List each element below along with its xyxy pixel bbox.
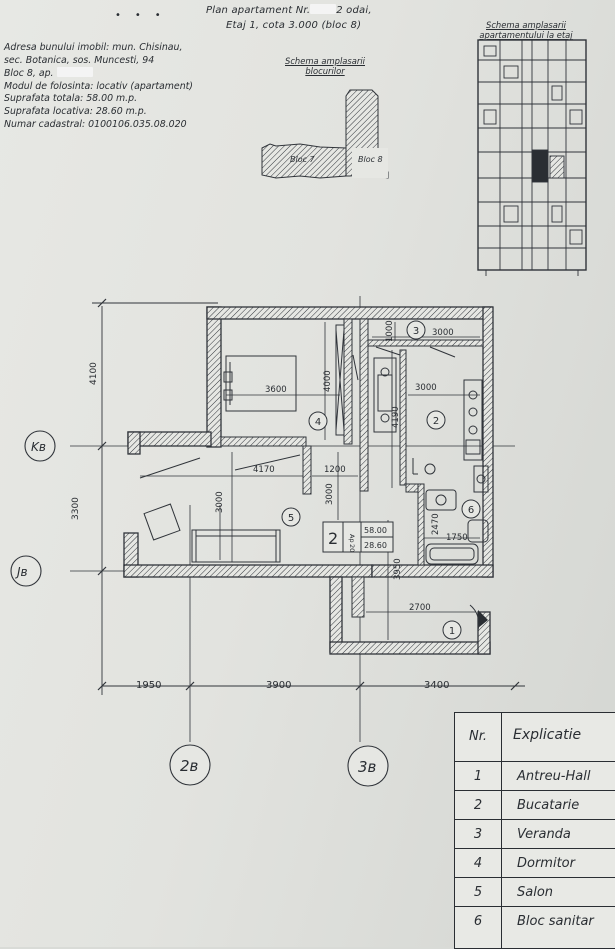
axis-3-label: 3в: [358, 758, 377, 776]
plan-title: Plan apartament Nr. 2 odai,: [206, 4, 372, 16]
info-line-total-area: Suprafata totala: 58.00 m.p.: [4, 93, 138, 105]
info-line-bloc: Bloc 8, ap.: [4, 67, 193, 81]
block-schema-title: Schema amplasarii blocurilor: [285, 56, 365, 76]
room-3-number: 3: [413, 326, 419, 337]
room-4-circle: [308, 411, 328, 431]
salon-width: 4170: [253, 465, 275, 475]
legend-header-nr: Nr.: [468, 729, 487, 744]
bottom-dim-1: 1950: [136, 680, 161, 691]
left-dim-upper: 4100: [89, 362, 99, 385]
info-line-cadastral: Numar cadastral: 0100106.035.08.020: [4, 118, 187, 130]
salon-height: 3000: [215, 491, 225, 513]
axis-3-bubble: [347, 745, 389, 787]
corridor-width: 1200: [324, 465, 346, 475]
kitchen-height: 4190: [391, 406, 401, 428]
info-line-living-area: Suprafata locativa: 28.60 m.p.: [4, 105, 147, 117]
legend-header-row: Nr. Explicatie: [455, 713, 615, 761]
axis-bubbles: [10, 430, 389, 787]
bottom-dim-2: 3900: [266, 680, 291, 691]
info-line-address: Adresa bunului imobil: mun. Chisinau,: [4, 42, 183, 53]
stamp-living-area: 28.60: [364, 541, 387, 550]
bedroom-width: 3600: [265, 385, 287, 395]
room-5-number: 5: [288, 513, 294, 524]
decorative-dots: •••: [115, 10, 175, 21]
floor-plan: [70, 296, 525, 742]
axis-2-label: 2в: [180, 757, 199, 775]
axis-j-label: Jв: [15, 565, 28, 579]
bath-width: 1750: [446, 533, 468, 543]
axis-k-bubble: [24, 430, 56, 462]
room-6-circle: [461, 499, 481, 519]
room-2-number: 2: [433, 416, 439, 427]
apartment-schema-diagram: [477, 39, 587, 276]
plan-title-prefix: Plan apartament Nr.: [206, 5, 311, 16]
axis-2-bubble: [169, 744, 211, 786]
left-dim-lower: 3300: [71, 497, 81, 520]
room-3-circle: [406, 320, 426, 340]
apartment-stamp: [322, 521, 394, 553]
bloc8-label: Bloc 8: [358, 155, 383, 164]
room-1-circle: [442, 620, 462, 640]
redacted-apartment-number: [310, 4, 337, 14]
bloc7-label: Bloc 7: [290, 155, 316, 164]
legend-row: 6 Bloc sanitar: [455, 906, 615, 936]
room-6-number: 6: [468, 505, 474, 516]
corridor-height: 3000: [325, 483, 335, 505]
hall-height: 3950: [393, 558, 403, 580]
stamp-apartment-number: 2: [328, 529, 338, 548]
kitchen-width: 3000: [415, 383, 437, 393]
hall-width: 2700: [409, 603, 431, 613]
stamp-total-area: 58.00: [364, 526, 387, 535]
plan-title-suffix: 2 odai,: [336, 5, 372, 16]
legend-row: 3 Veranda: [455, 819, 615, 849]
axis-k-label: Kв: [31, 440, 46, 454]
info-line-usage: Modul de folosinta: locativ (apartament): [4, 80, 193, 92]
info-line-sector: sec. Botanica, sos. Muncesti, 94: [4, 54, 155, 66]
room-1-number: 1: [449, 626, 455, 637]
legend-row: 1 Antreu-Hall: [455, 761, 615, 791]
stamp-rooms-label: Ap: [348, 534, 356, 543]
legend-table: Nr. Explicatie 1 Antreu-Hall 2 Bucatarie…: [454, 712, 615, 949]
stamp-rooms-count: 20: [348, 544, 356, 552]
apartment-schema-title: Schema amplasarii apartamentului la etaj: [479, 20, 573, 40]
legend-header-explicatie: Explicatie: [513, 727, 582, 743]
block-schema-diagram: Bloc 7 Bloc 8: [261, 89, 389, 179]
legend-row: 2 Bucatarie: [455, 790, 615, 820]
room-5-circle: [281, 507, 301, 527]
redacted-apartment-number: [56, 67, 93, 78]
plan-subtitle: Etaj 1, cota 3.000 (bloc 8): [226, 20, 362, 31]
bedroom-height: 4000: [323, 370, 333, 392]
room-4-number: 4: [315, 417, 321, 428]
axis-j-bubble: [10, 555, 42, 587]
legend-divider: [501, 713, 503, 948]
room-2-circle: [426, 410, 446, 430]
property-info: Adresa bunului imobil: mun. Chisinau, se…: [4, 42, 193, 131]
legend-row: 5 Salon: [455, 877, 615, 907]
entrance-door-marker: [478, 610, 488, 628]
veranda-height: 1000: [385, 320, 395, 342]
bath-height: 2470: [431, 513, 441, 535]
legend-row: 4 Dormitor: [455, 848, 615, 878]
bottom-dim-3: 3400: [424, 680, 449, 691]
veranda-width: 3000: [432, 328, 454, 338]
